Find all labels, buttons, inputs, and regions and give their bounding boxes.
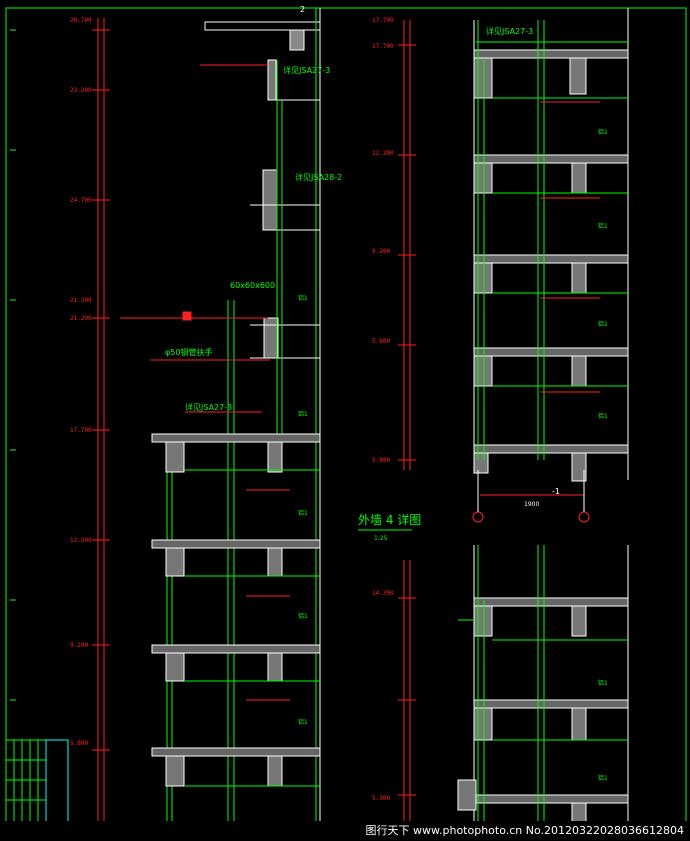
svg-text:9.200: 9.200 bbox=[372, 248, 390, 255]
detail-scale: 1:25 bbox=[374, 535, 388, 542]
left-floor-slabs bbox=[151, 433, 321, 787]
svg-text:铝1: 铝1 bbox=[598, 320, 608, 328]
svg-text:铝1: 铝1 bbox=[598, 222, 608, 230]
svg-text:铝1: 铝1 bbox=[298, 410, 308, 418]
label-pipe: 60x60x600 bbox=[230, 281, 275, 290]
label-ladder: φ50钢管扶手 bbox=[165, 347, 212, 357]
left-bldg-labels: 铝1 铝1 铝1 铝1 铝1 bbox=[298, 294, 308, 726]
right-upper-leaders bbox=[480, 101, 600, 496]
svg-text:5.800: 5.800 bbox=[372, 338, 390, 345]
svg-text:铝1: 铝1 bbox=[598, 128, 608, 136]
right-lower-notes: 铝1 铝1 bbox=[598, 679, 608, 782]
svg-text:21.200: 21.200 bbox=[70, 315, 92, 322]
svg-text:铝1: 铝1 bbox=[298, 509, 308, 517]
right-lower-elev: 14.300 5.300 bbox=[372, 590, 394, 802]
svg-text:12.200: 12.200 bbox=[70, 537, 92, 544]
setbacks-left bbox=[250, 59, 320, 359]
right-upper-dimension bbox=[398, 20, 416, 470]
svg-text:21.200: 21.200 bbox=[70, 297, 92, 304]
right-lower-green bbox=[458, 545, 628, 836]
svg-text:铝1: 铝1 bbox=[598, 774, 608, 782]
left-ticks bbox=[10, 29, 16, 701]
svg-text:5.300: 5.300 bbox=[372, 795, 390, 802]
left-annotations bbox=[120, 64, 290, 701]
left-dimension-texts: 26.700 23.200 24.700 21.200 21.200 17.70… bbox=[70, 17, 92, 747]
svg-text:26.700: 26.700 bbox=[70, 17, 92, 24]
label-jsa27-right: 详见JSA27-3 bbox=[486, 26, 533, 36]
axis-minus: -1 bbox=[552, 487, 560, 496]
watermark: 图行天下 www.photophoto.cn No.20120322028036… bbox=[0, 821, 690, 841]
right-upper-structure bbox=[473, 8, 629, 482]
left-dimension-chain bbox=[92, 18, 110, 836]
detail-title-text: 外墙 4 详图 bbox=[358, 512, 421, 527]
right-upper-elev: 17.700 17.700 12.200 9.200 5.800 5.800 bbox=[372, 17, 394, 464]
svg-text:9.200: 9.200 bbox=[70, 642, 88, 649]
svg-text:铝1: 铝1 bbox=[598, 679, 608, 687]
label-num2: 2 bbox=[300, 5, 305, 14]
label-jsa28: 详见JSA28-2 bbox=[295, 172, 342, 182]
label-jsa27-lower: 详见JSA27-3 bbox=[185, 402, 232, 412]
title-block bbox=[5, 739, 69, 831]
svg-text:12.200: 12.200 bbox=[372, 150, 394, 157]
label-jsa27-top: 详见JSA27-3 bbox=[283, 65, 330, 75]
right-upper-notes: 详见JSA27-3 铝1 铝1 铝1 铝1 bbox=[486, 26, 608, 420]
svg-text:铝1: 铝1 bbox=[298, 718, 308, 726]
svg-text:17.700: 17.700 bbox=[372, 17, 394, 24]
svg-text:5.800: 5.800 bbox=[372, 457, 390, 464]
svg-text:铝1: 铝1 bbox=[298, 294, 308, 302]
left-annotation-texts: 详见JSA27-3 详见JSA28-2 φ50钢管扶手 60x60x600 详见… bbox=[165, 5, 342, 412]
right-upper-green bbox=[476, 20, 628, 460]
svg-text:14.300: 14.300 bbox=[372, 590, 394, 597]
svg-text:铝1: 铝1 bbox=[298, 612, 308, 620]
svg-text:5.800: 5.800 bbox=[70, 740, 88, 747]
parapet-top bbox=[204, 8, 321, 836]
svg-text:24.700: 24.700 bbox=[70, 197, 92, 204]
svg-text:17.700: 17.700 bbox=[372, 43, 394, 50]
left-green-floorlines bbox=[184, 469, 320, 787]
right-lower-dimension bbox=[398, 560, 416, 836]
svg-text:铝1: 铝1 bbox=[598, 412, 608, 420]
svg-text:17.700: 17.700 bbox=[70, 427, 92, 434]
detail-title: 外墙 4 详图 1:25 bbox=[358, 512, 421, 542]
svg-text:23.200: 23.200 bbox=[70, 87, 92, 94]
axis-dim: 1900 bbox=[524, 501, 539, 508]
axis-markers: 1900 -1 bbox=[472, 470, 590, 523]
